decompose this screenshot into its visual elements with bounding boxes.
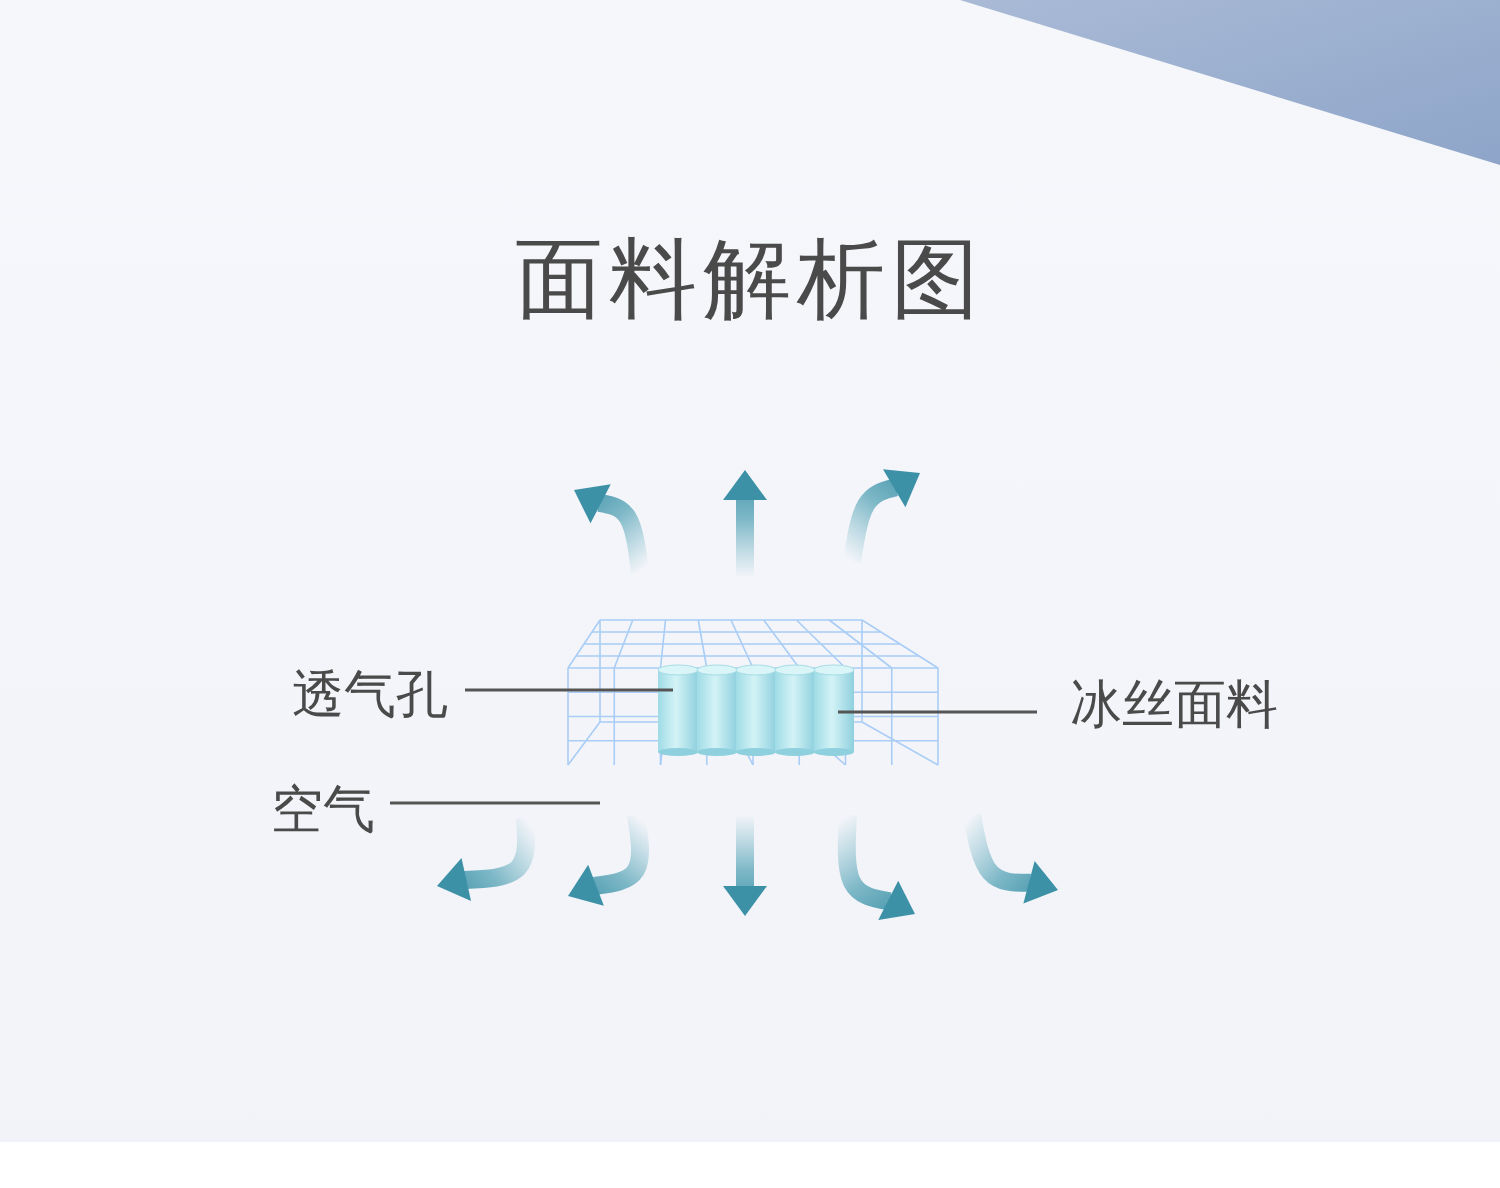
leader-line xyxy=(838,711,1037,714)
air-arrow xyxy=(599,503,640,572)
leader-line xyxy=(465,689,673,692)
arrow-head xyxy=(878,881,915,920)
air-arrow xyxy=(736,498,754,578)
fabric-grid xyxy=(568,620,938,765)
air-arrow xyxy=(847,815,890,901)
air-arrow xyxy=(972,815,1031,883)
callout-label: 空气 xyxy=(271,780,375,840)
arrow-head xyxy=(574,484,611,523)
corner-band xyxy=(960,0,1500,165)
arrow-head xyxy=(568,865,604,906)
background xyxy=(0,0,1500,1142)
air-arrow xyxy=(594,815,640,886)
arrow-head xyxy=(437,858,471,901)
bottom-band xyxy=(0,1142,1500,1188)
callout-label: 冰丝面料 xyxy=(1070,675,1278,735)
air-arrow xyxy=(852,487,896,562)
arrow-head xyxy=(723,470,767,500)
fiber-cylinders xyxy=(658,665,854,756)
air-arrow xyxy=(464,818,526,880)
diagram-title: 面料解析图 xyxy=(0,228,1500,329)
air-arrows xyxy=(437,469,1058,920)
callout-label: 透气孔 xyxy=(292,665,448,725)
arrow-head xyxy=(1023,861,1058,904)
leader-lines xyxy=(390,690,1037,803)
arrow-head xyxy=(723,886,767,916)
air-arrow xyxy=(736,815,754,888)
arrow-head xyxy=(883,469,920,507)
leader-line xyxy=(390,802,600,805)
